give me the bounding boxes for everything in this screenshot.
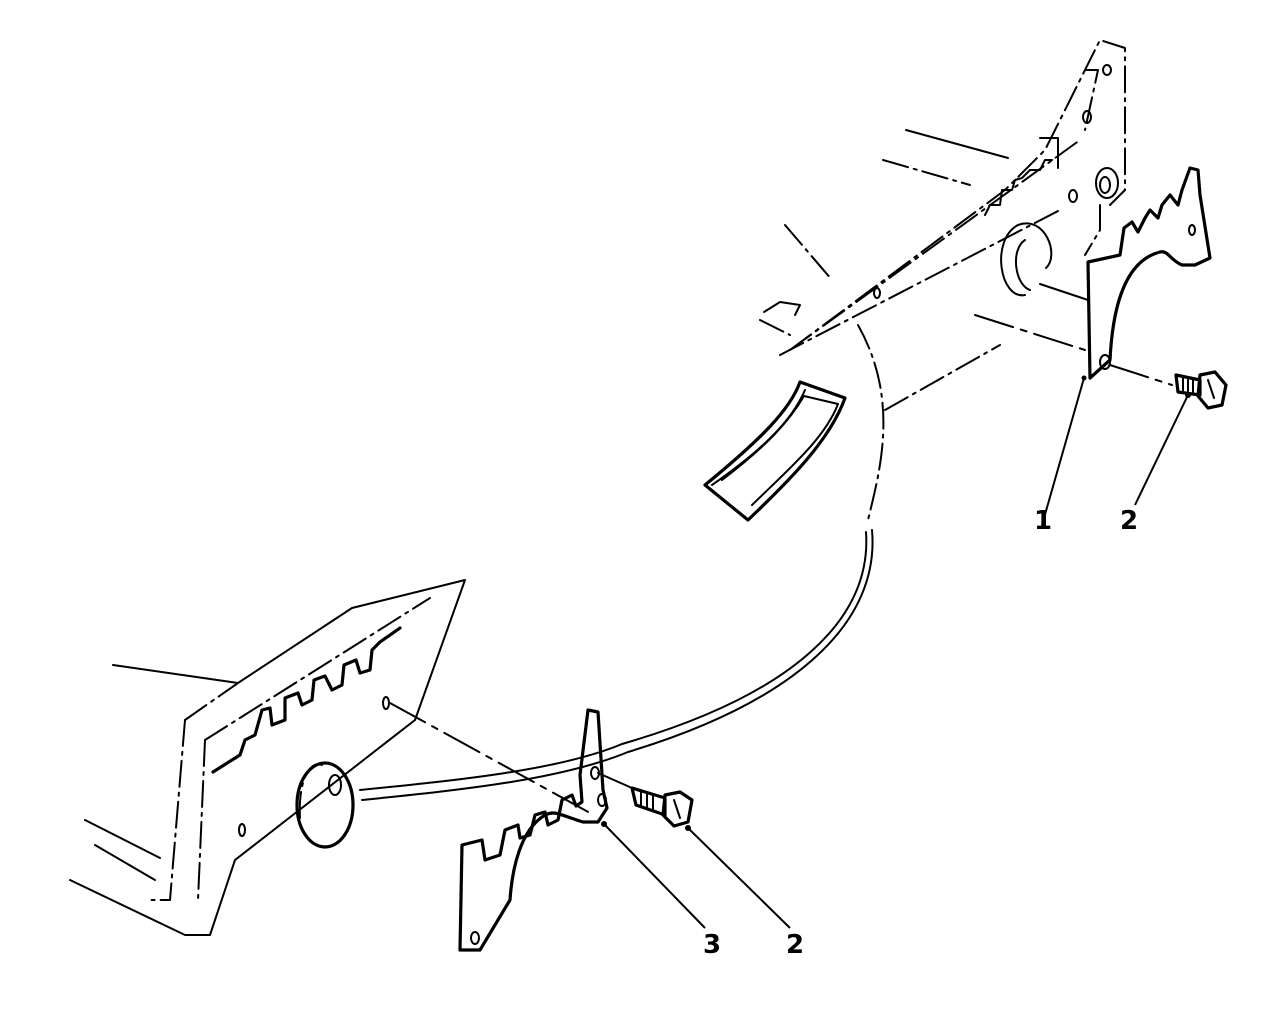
bolt-axis-left xyxy=(597,772,633,789)
callout-2-right: 2 xyxy=(1120,506,1139,536)
leader-2-right xyxy=(1134,394,1189,506)
callout-3: 3 xyxy=(703,930,722,960)
bolt-axis-right xyxy=(1109,364,1173,386)
axle-shaft xyxy=(359,324,885,801)
leader-2-left xyxy=(687,827,791,929)
handle-pad xyxy=(703,380,847,522)
callout-1: 1 xyxy=(1034,506,1053,536)
right-adjuster-bracket xyxy=(1086,166,1212,380)
callout-leaders xyxy=(601,375,1191,929)
assembly-line-right xyxy=(974,314,1086,351)
leader-1 xyxy=(1041,377,1085,526)
assembly-line-left xyxy=(389,702,591,814)
callout-2-left: 2 xyxy=(786,930,805,960)
left-adjuster-bracket xyxy=(458,708,609,952)
left-frame-plate xyxy=(69,579,466,936)
right-hex-bolt xyxy=(1174,370,1228,410)
right-frame-plate xyxy=(759,39,1126,411)
leader-3 xyxy=(603,823,706,929)
left-hex-bolt xyxy=(630,786,694,828)
